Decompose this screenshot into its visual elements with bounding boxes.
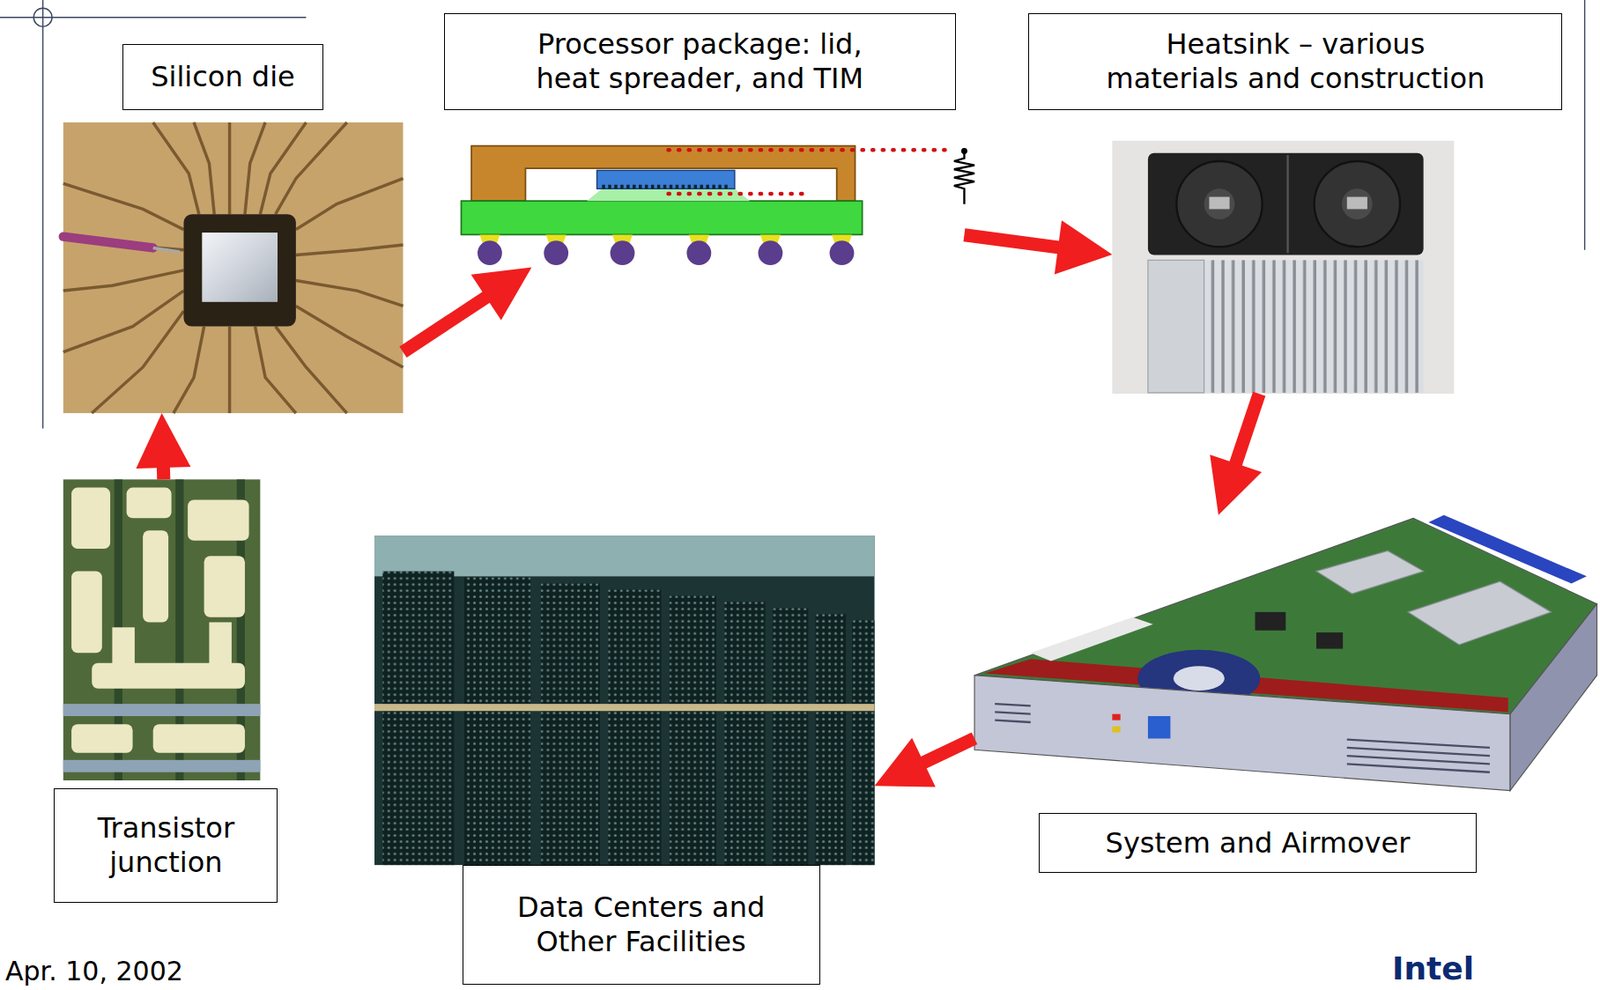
arrow-head	[874, 738, 936, 788]
caption-box: System and Airmover	[1038, 813, 1477, 874]
stage-node: Heatsink – various materials and constru…	[1111, 140, 1454, 394]
arrow-head	[135, 413, 191, 469]
flow-arrow	[135, 413, 191, 480]
transistor-photo	[63, 479, 261, 781]
stage-node: System and Airmover	[974, 515, 1600, 792]
stage-label: Processor package: lid, heat spreader, a…	[506, 27, 894, 97]
stage-node: Transistor junction	[63, 479, 261, 781]
caption-box: Heatsink – various materials and constru…	[1028, 13, 1563, 111]
package-cross-section	[460, 146, 975, 267]
flow-arrow	[402, 266, 532, 352]
stage-label: Transistor junction	[76, 811, 255, 881]
caption-box: Data Centers and Other Facilities	[462, 865, 821, 986]
stage-node: Data Centers and Other Facilities	[374, 535, 875, 866]
stage-label: Data Centers and Other Facilities	[490, 890, 793, 960]
arrow-shaft	[963, 235, 1063, 249]
flow-arrow	[1209, 393, 1262, 516]
slide-frame	[0, 0, 1586, 429]
company-logo: Intel	[1392, 951, 1475, 987]
arrow-head	[1209, 454, 1262, 516]
arrow-head	[471, 266, 533, 320]
stage-label: System and Airmover	[1048, 826, 1467, 861]
caption-box: Processor package: lid, heat spreader, a…	[444, 13, 956, 111]
date-footer: Apr. 10, 2002	[5, 956, 184, 987]
arrow-head	[1054, 220, 1113, 275]
stage-node: Processor package: lid, heat spreader, a…	[460, 133, 964, 268]
datacenter-photo	[374, 535, 875, 866]
stage-label: Silicon die	[132, 59, 314, 95]
arrow-shaft	[918, 738, 975, 765]
flow-arrow	[874, 738, 976, 788]
caption-box: Transistor junction	[53, 788, 278, 904]
server-photo	[974, 515, 1597, 792]
die-photo	[63, 122, 404, 414]
heatsink-photo	[1111, 140, 1454, 394]
flow-arrow	[963, 220, 1112, 275]
arrow-shaft	[1234, 393, 1260, 469]
stage-label: Heatsink – various materials and constru…	[1097, 27, 1493, 97]
caption-box: Silicon die	[122, 44, 324, 111]
arrow-shaft	[402, 294, 490, 352]
stage-node: Silicon die	[63, 122, 404, 414]
